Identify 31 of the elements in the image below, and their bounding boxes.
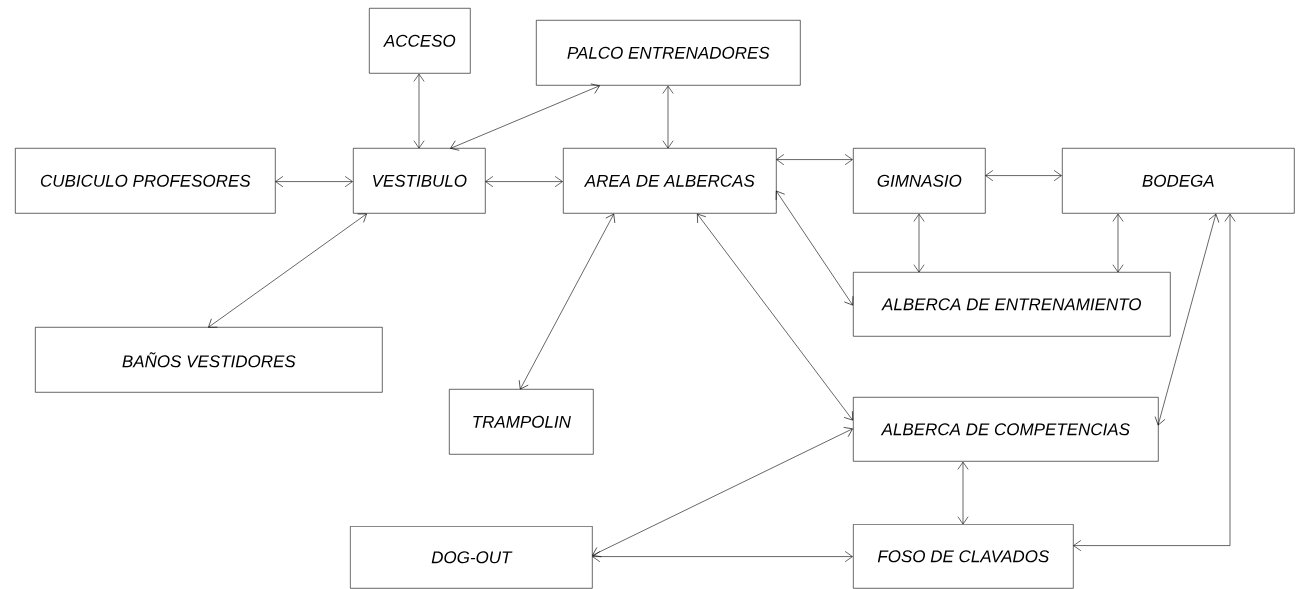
room-box: BAÑOS VESTIDORES — [35, 327, 383, 393]
room-box: FOSO DE CLAVADOS — [853, 524, 1074, 589]
arrow — [1154, 213, 1220, 426]
room-box: ALBERCA DE ENTRENAMIENTO — [853, 272, 1171, 337]
arrow — [697, 213, 853, 421]
room-box: AREA DE ALBERCAS — [563, 148, 777, 214]
arrow — [485, 176, 563, 188]
arrow — [275, 176, 353, 188]
arrow — [913, 213, 925, 273]
room-box: CUBICULO PROFESORES — [15, 148, 276, 214]
room-box: PALCO ENTRENADORES — [536, 20, 801, 86]
room-box: GIMNASIO — [853, 148, 986, 214]
arrow — [208, 213, 367, 328]
arrow — [1112, 213, 1124, 273]
arrow — [776, 154, 853, 166]
room-box: TRAMPOLIN — [449, 389, 594, 455]
arrow — [662, 85, 674, 149]
arrow — [1073, 213, 1236, 552]
arrow — [450, 83, 600, 151]
room-box: BODEGA — [1062, 148, 1295, 214]
arrow — [957, 461, 969, 525]
arrow — [985, 170, 1062, 182]
room-box: ALBERCA DE COMPETENCIAS — [853, 397, 1159, 462]
arrow — [592, 427, 853, 558]
room-box: ACCESO — [369, 8, 471, 74]
arrow — [518, 213, 616, 390]
arrow — [775, 190, 854, 306]
arrow — [413, 73, 425, 149]
room-box: DOG-OUT — [350, 526, 593, 589]
room-box: VESTIBULO — [353, 148, 486, 214]
arrow — [592, 551, 853, 563]
